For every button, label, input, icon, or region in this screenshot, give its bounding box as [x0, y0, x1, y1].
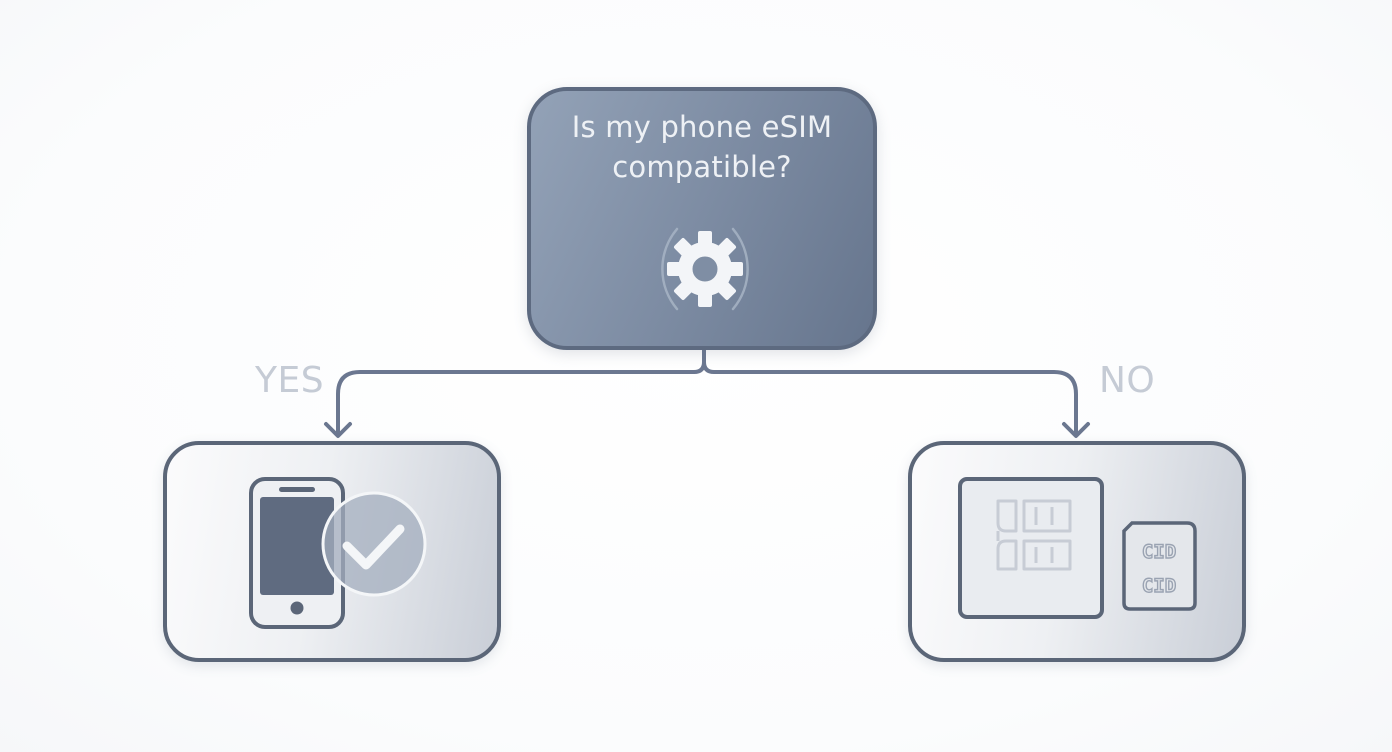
question-node: Is my phone eSIM compatible?: [527, 87, 877, 350]
yes-label: YES: [255, 360, 325, 401]
nano-sim-text-1: CID: [1142, 541, 1176, 563]
checkmark-icon: [321, 491, 427, 597]
yes-connector: [336, 370, 696, 434]
sim-card-icon: [958, 477, 1104, 619]
question-text: Is my phone eSIM compatible?: [531, 107, 873, 187]
yes-arrowhead: [324, 422, 352, 438]
yes-result-node: [163, 441, 501, 662]
nano-sim-text-2: CID: [1142, 575, 1176, 597]
no-label: NO: [1099, 360, 1156, 401]
no-connector: [702, 360, 1078, 434]
no-arrowhead: [1062, 422, 1090, 438]
question-line-1: Is my phone eSIM: [571, 110, 833, 144]
nano-sim-card-icon: CID CID: [1122, 521, 1197, 611]
smartphone-icon: [249, 477, 345, 629]
no-result-node: CID CID: [908, 441, 1246, 662]
gear-icon: [635, 199, 775, 339]
question-line-2: compatible?: [612, 150, 792, 184]
